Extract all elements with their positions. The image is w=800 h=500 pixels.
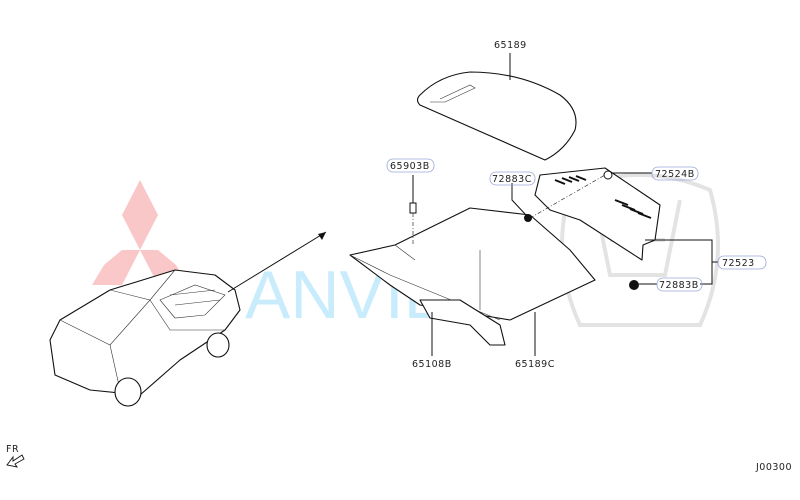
label-65903b[interactable]: 65903B [390,161,430,172]
front-direction-indicator: FR [6,444,25,468]
part-72883b-clip: 72883B [629,277,703,292]
label-65189c[interactable]: 65189C [515,359,555,370]
label-72523[interactable]: 72523 [722,258,755,269]
front-label: FR [6,444,19,455]
diagram-code: J00300 [755,462,792,473]
part-72524b-screw: 72524B [603,166,699,181]
part-72883c-clip: 72883C [489,171,536,222]
mitsubishi-logo-watermark [92,180,188,285]
arrow-icon [6,454,25,468]
part-65189c-floor: 65189C 65108B [349,207,596,370]
label-72883b[interactable]: 72883B [659,280,699,291]
label-65189[interactable]: 65189 [494,40,527,51]
vehicle-outline [49,269,241,407]
label-65108b[interactable]: 65108B [412,359,452,370]
callout-arrow [227,231,327,293]
part-65903b-clip: 65903B [386,158,435,245]
part-72523-trim: 72523 [529,167,767,285]
label-72883c[interactable]: 72883C [492,174,532,185]
label-72524b[interactable]: 72524B [655,169,695,180]
part-65189-board: 65189 [416,40,577,161]
